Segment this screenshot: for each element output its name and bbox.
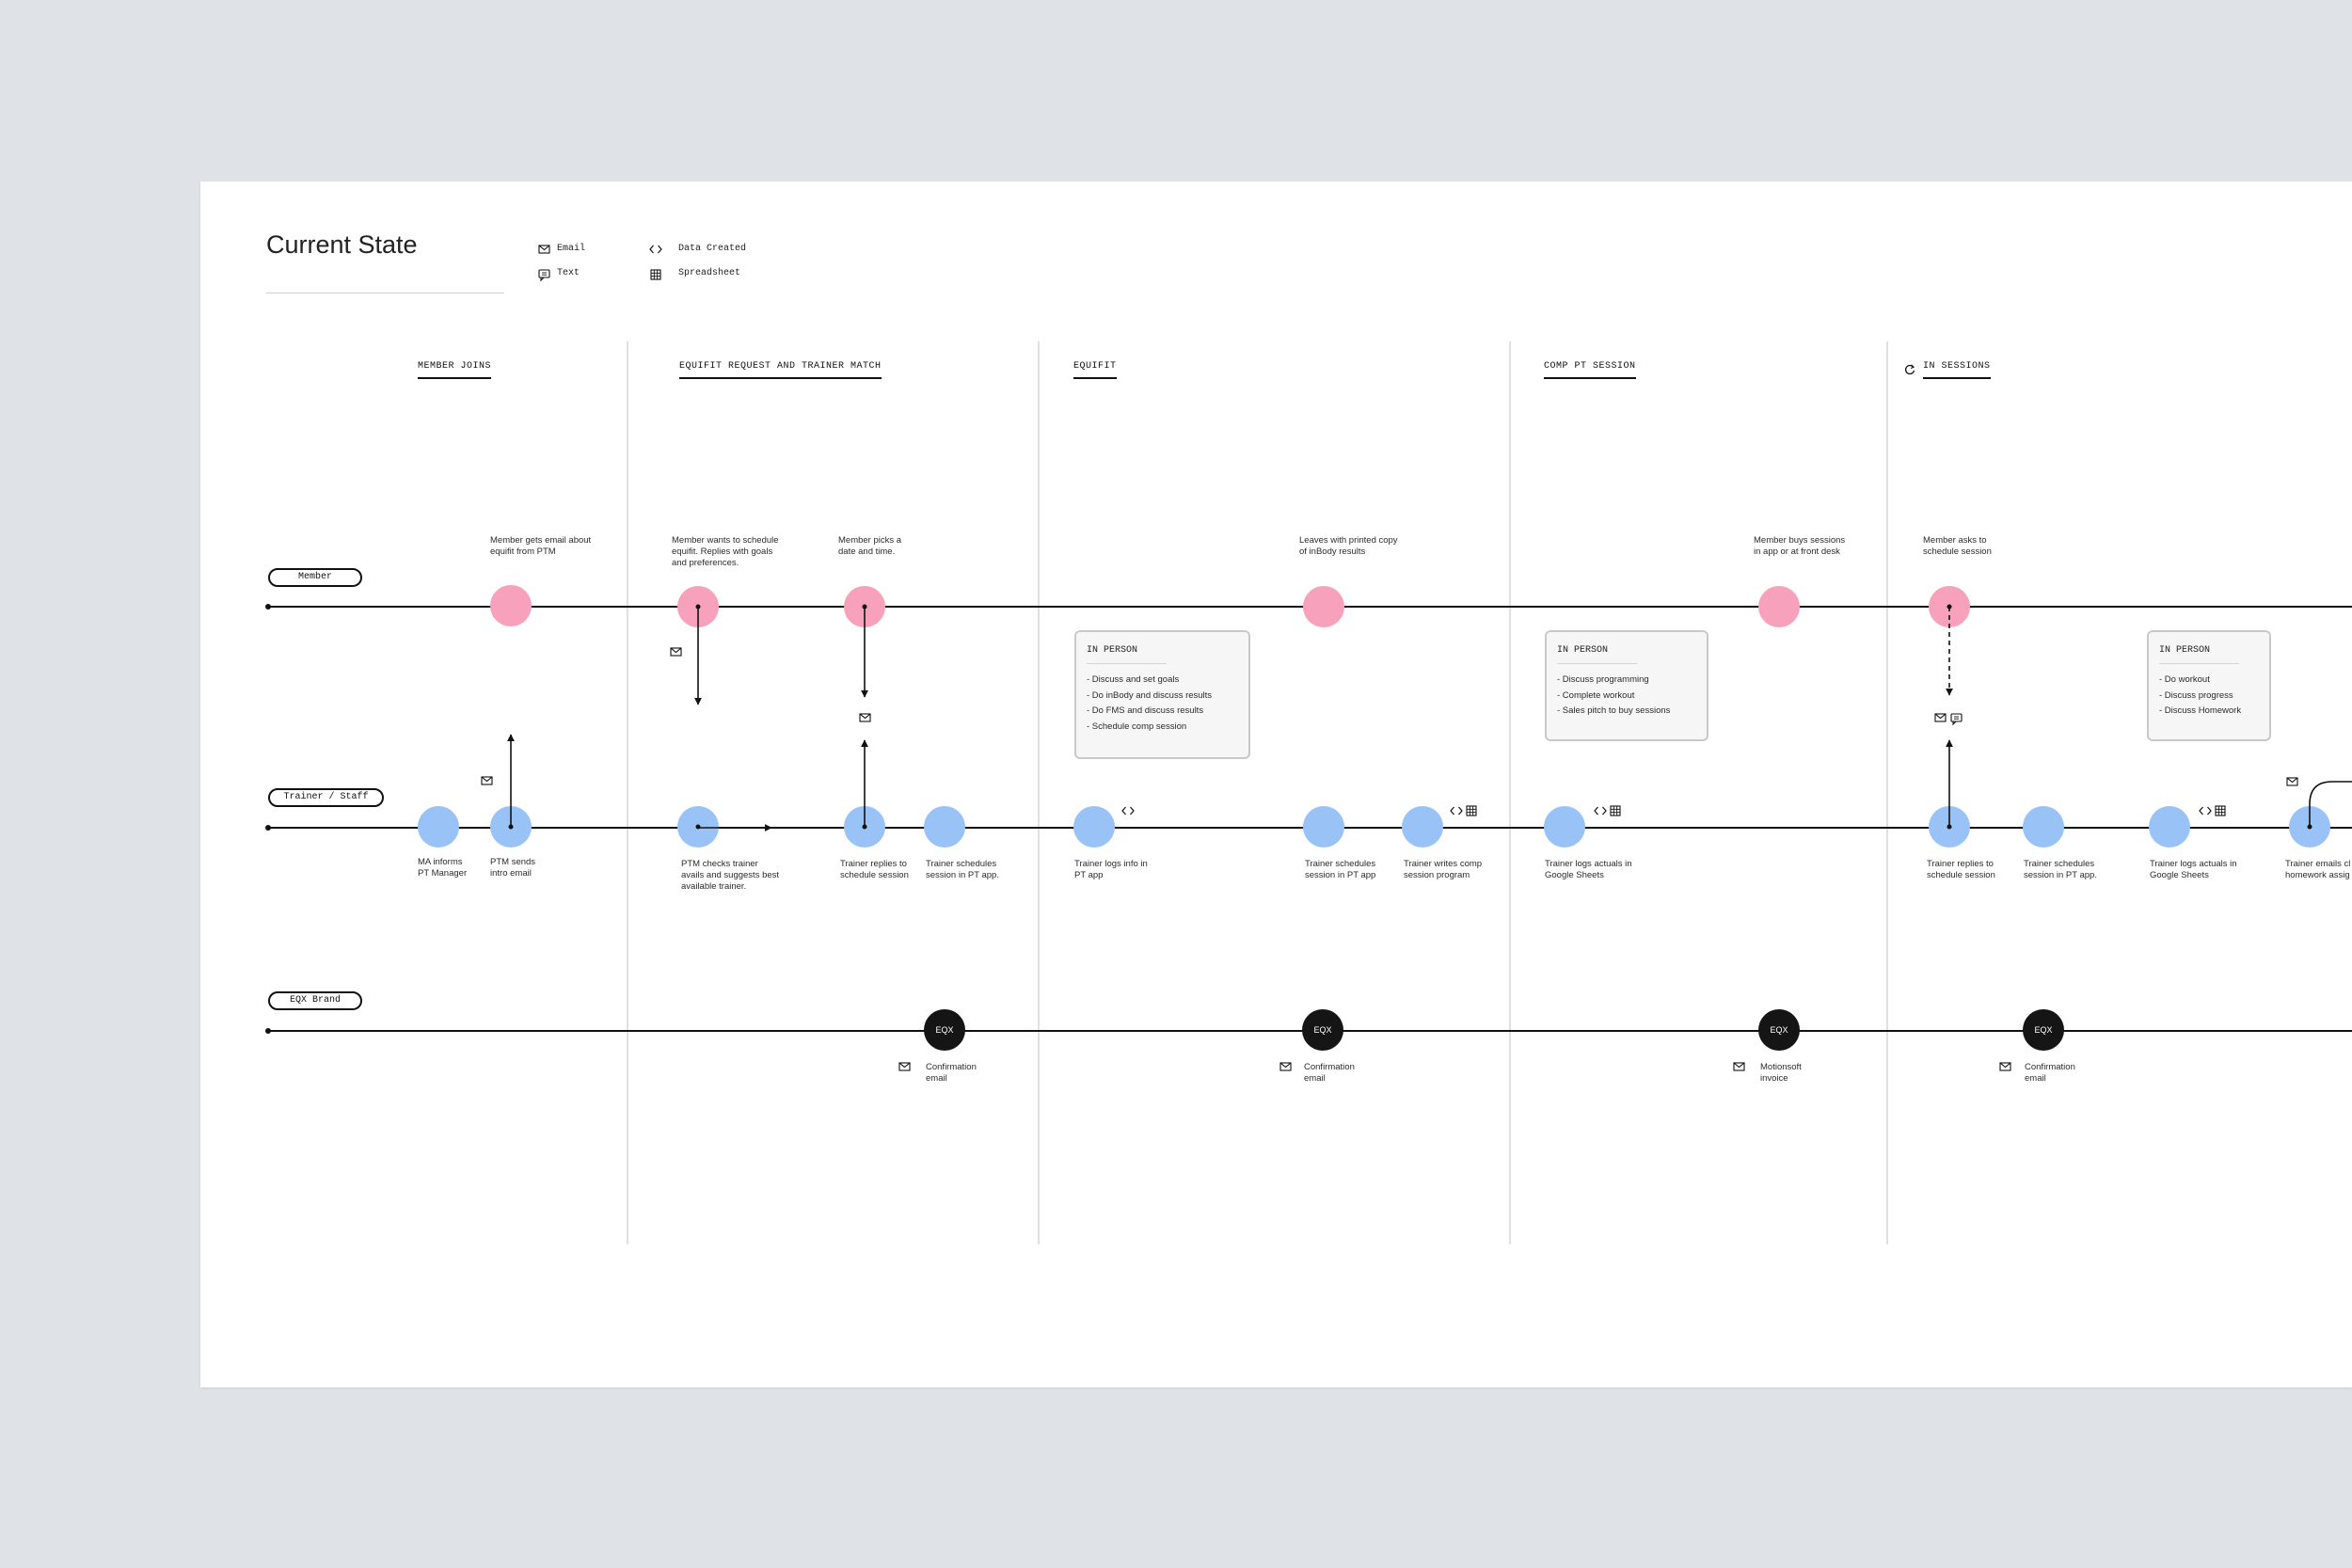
spreadsheet-icon: [650, 269, 661, 280]
legend-text-label: Text: [557, 268, 580, 278]
trainer-node: [1402, 806, 1443, 847]
in-person-item: - Sales pitch to buy sessions: [1557, 705, 1671, 716]
phase-in-sessions: IN SESSIONS: [1923, 361, 1991, 379]
in-person-box-title: IN PERSON: [1087, 645, 1167, 664]
trainer-node: [2149, 806, 2190, 847]
brand-node-label: EQX: [935, 1025, 954, 1035]
brand-node-label: EQX: [1313, 1025, 1332, 1035]
brand-node-label: EQX: [1770, 1025, 1788, 1035]
in-person-item: - Discuss progress: [2159, 689, 2233, 701]
journey-map-card: Current State Email Text Data Created Sp…: [200, 182, 2352, 1387]
member-step-label: Leaves with printed copy of inBody resul…: [1299, 535, 1398, 557]
member-step-label: Member wants to schedule equifit. Replie…: [672, 535, 779, 568]
in-person-item: - Do workout: [2159, 674, 2210, 685]
code-brackets-icon: [1450, 806, 1463, 816]
spreadsheet-icon: [1610, 805, 1621, 816]
legend-email-label: Email: [557, 244, 586, 254]
spreadsheet-icon: [2215, 805, 2226, 816]
email-icon: [1733, 1062, 1745, 1071]
trainer-step-label: PTM checks trainer avails and suggests b…: [681, 859, 780, 892]
in-person-item: - Discuss and set goals: [1087, 674, 1180, 685]
trainer-step-label: PTM sends intro email: [490, 857, 536, 879]
email-icon: [1934, 713, 1947, 722]
legend-spreadsheet-label: Spreadsheet: [678, 268, 741, 278]
in-person-item: - Discuss programming: [1557, 674, 1649, 685]
member-node: [1758, 586, 1800, 627]
email-icon: [898, 1062, 911, 1071]
phase-equifit: EQUIFIT: [1073, 361, 1117, 379]
email-icon: [1999, 1062, 2011, 1071]
in-person-box-title: IN PERSON: [1557, 645, 1637, 664]
member-node: [490, 585, 532, 626]
member-node: [1303, 586, 1344, 627]
email-icon: [538, 245, 550, 254]
trainer-step-label: Trainer replies to schedule session: [1927, 859, 1995, 880]
connectors: [507, 604, 2352, 832]
in-person-item: - Do FMS and discuss results: [1087, 705, 1204, 716]
member-step-label: Member buys sessions in app or at front …: [1754, 535, 1846, 557]
page-title: Current State: [266, 230, 418, 259]
email-icon: [1279, 1062, 1292, 1071]
trainer-node: [2023, 806, 2064, 847]
trainer-node: [1073, 806, 1115, 847]
trainer-step-label: Trainer writes comp session program: [1404, 859, 1483, 880]
legend-data-created-label: Data Created: [678, 244, 747, 254]
trainer-step-label: Trainer schedules session in PT app: [1305, 859, 1376, 880]
trainer-nodes: [418, 806, 2330, 847]
brand-node: [1758, 1009, 1800, 1051]
trainer-step-label: Trainer logs actuals in Google Sheets: [1545, 859, 1632, 880]
text-message-icon: [1950, 713, 1963, 725]
trainer-node: [924, 806, 965, 847]
refresh-icon: [1905, 364, 1915, 375]
email-icon: [481, 776, 493, 785]
brand-node: [2023, 1009, 2064, 1051]
brand-nodes: [924, 1009, 2064, 1051]
in-person-item: - Schedule comp session: [1087, 721, 1187, 732]
code-brackets-icon: [1121, 806, 1135, 816]
journey-map-canvas: [265, 245, 2352, 1244]
trainer-step-label: Trainer emails cl homework assig: [2285, 859, 2351, 880]
code-brackets-icon: [649, 245, 662, 254]
member-step-label: Member picks a date and time.: [838, 535, 902, 557]
text-message-icon: [538, 269, 550, 281]
email-icon: [859, 713, 871, 722]
code-brackets-icon: [2199, 806, 2212, 816]
lane-brand-label: EQX Brand: [268, 991, 362, 1010]
phase-member-joins: MEMBER JOINS: [418, 361, 492, 379]
in-person-box-in-sessions: IN PERSON - Do workout - Discuss progres…: [2147, 630, 2271, 741]
phase-comp-pt-session: COMP PT SESSION: [1544, 361, 1636, 379]
in-person-box-equifit: IN PERSON - Discuss and set goals - Do i…: [1074, 630, 1250, 759]
trainer-step-label: Trainer logs info in PT app: [1074, 859, 1148, 880]
in-person-item: - Discuss Homework: [2159, 705, 2242, 716]
member-step-label: Member asks to schedule session: [1923, 535, 1992, 557]
spreadsheet-icon: [1466, 805, 1477, 816]
in-person-item: - Do inBody and discuss results: [1087, 689, 1213, 701]
trainer-node: [1303, 806, 1344, 847]
lane-trainer-label: Trainer / Staff: [268, 788, 384, 807]
trainer-step-label: Trainer logs actuals in Google Sheets: [2150, 859, 2237, 880]
in-person-item: - Complete workout: [1557, 689, 1635, 701]
trainer-node: [1544, 806, 1585, 847]
in-person-box-title: IN PERSON: [2159, 645, 2239, 664]
brand-step-label: Confirmation email: [2025, 1062, 2075, 1084]
phase-dividers: [627, 341, 1888, 1244]
in-person-box-comp-session: IN PERSON - Discuss programming - Comple…: [1545, 630, 1708, 741]
trainer-step-label: Trainer replies to schedule session: [840, 859, 909, 880]
trainer-step-label: Trainer schedules session in PT app.: [926, 859, 999, 880]
brand-step-label: Confirmation email: [1304, 1062, 1355, 1084]
phase-equifit-request: EQUIFIT REQUEST AND TRAINER MATCH: [679, 361, 882, 379]
code-brackets-icon: [1594, 806, 1607, 816]
trainer-step-label: Trainer schedules session in PT app.: [2024, 859, 2097, 880]
email-icon: [670, 647, 682, 657]
trainer-node: [418, 806, 459, 847]
brand-step-label: Motionsoft invoice: [1760, 1062, 1802, 1084]
trainer-step-label: MA informs PT Manager: [418, 857, 468, 879]
email-icon: [2286, 777, 2298, 786]
member-step-label: Member gets email about equifit from PTM: [490, 535, 592, 557]
brand-node-label: EQX: [2034, 1025, 2053, 1035]
brand-node: [924, 1009, 965, 1051]
lane-member-label: Member: [268, 568, 362, 587]
brand-node: [1302, 1009, 1343, 1051]
brand-step-label: Confirmation email: [926, 1062, 977, 1084]
